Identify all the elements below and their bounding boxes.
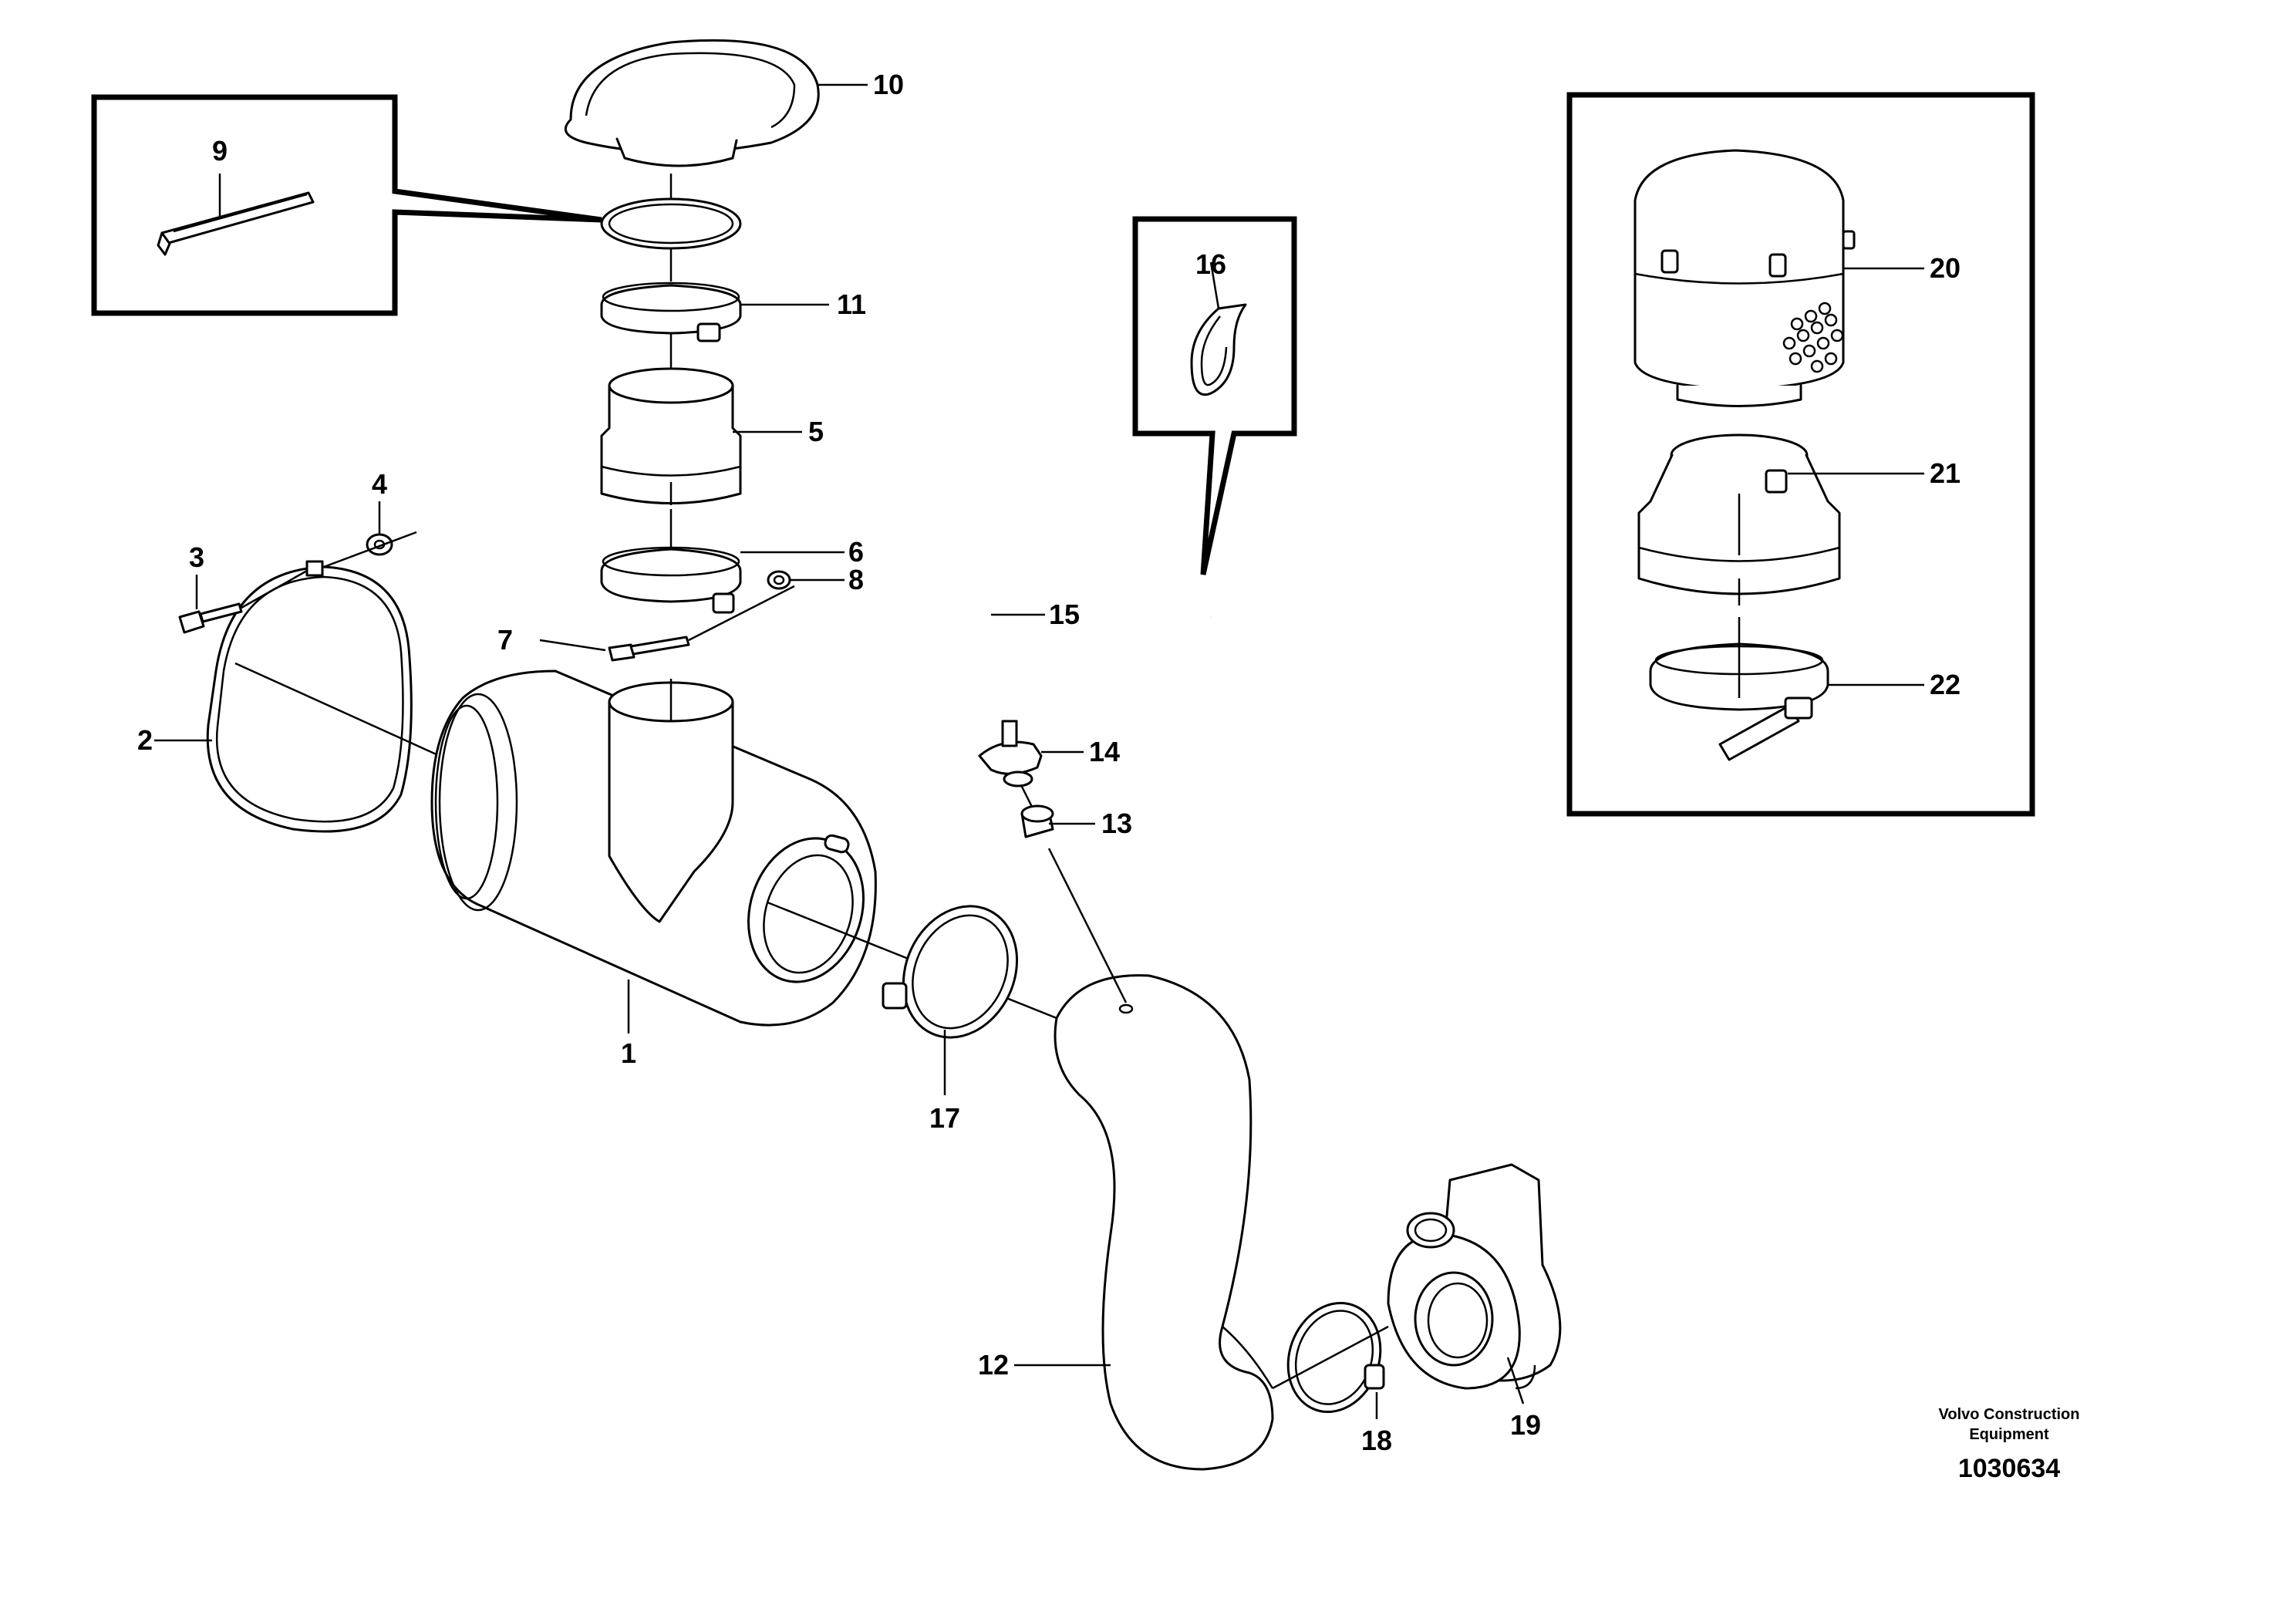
callout-6: 6 [848, 536, 864, 568]
callout-1: 1 [621, 1037, 636, 1069]
hose-clamp-17: 17 [882, 905, 1019, 1134]
seal-ring [600, 174, 742, 250]
callout-22: 22 [1930, 669, 1961, 700]
document-number: 1030634 [1958, 1454, 2060, 1483]
screw-3: 3 [178, 541, 308, 634]
callout-20: 20 [1930, 252, 1961, 284]
credit-line-1: Volvo Construction [1939, 1406, 2080, 1423]
callout-9: 9 [212, 135, 228, 167]
callout-2: 2 [137, 724, 153, 756]
callout-17: 17 [929, 1102, 960, 1134]
adapter-13: 13 [1020, 786, 1132, 1003]
band-clamp-2: 2 [137, 560, 440, 833]
callout-15: 15 [1049, 599, 1080, 630]
inset-box-seal-strip: 9 [91, 94, 602, 316]
precleaner-holes [1782, 302, 1844, 373]
callout-14: 14 [1089, 736, 1120, 767]
rain-cap: 10 [564, 39, 904, 167]
callout-12: 12 [978, 1349, 1009, 1381]
sensor-14: 14 [978, 720, 1120, 787]
callout-5: 5 [808, 416, 824, 447]
nut-8: 8 [767, 564, 864, 595]
callout-21: 21 [1930, 457, 1961, 489]
hose-clamp-11: 11 [600, 248, 866, 342]
hose-clamp-18: 18 [1272, 1301, 1392, 1456]
washer-4: 4 [323, 468, 417, 568]
callout-16: 16 [1195, 248, 1226, 280]
screw-7: 7 [497, 585, 795, 662]
callout-3: 3 [189, 541, 204, 573]
callout-4: 4 [372, 468, 387, 500]
callout-13: 13 [1101, 808, 1132, 839]
callout-8: 8 [848, 564, 864, 595]
sleeve-5: 5 [600, 333, 824, 505]
callout-19: 19 [1510, 1409, 1541, 1441]
credit-line-2: Equipment [1969, 1426, 2049, 1443]
inset-box-cable-tie: 16 [1132, 216, 1297, 575]
inset-box-precleaner: 20 21 22 [1566, 92, 2035, 817]
turbocharger: 19 [1387, 1163, 1562, 1441]
air-filter-housing: 1 [430, 669, 1057, 1069]
credit-block: Volvo Construction Equipment 1030634 [1939, 1406, 2080, 1483]
callout-7: 7 [497, 624, 513, 656]
intake-hose: 12 [978, 974, 1274, 1471]
callout-18: 18 [1361, 1425, 1392, 1456]
callout-10: 10 [873, 69, 904, 100]
cable-15: 15 [983, 545, 1212, 718]
callout-11: 11 [837, 288, 866, 320]
hose-clamp-6: 6 [600, 509, 864, 614]
